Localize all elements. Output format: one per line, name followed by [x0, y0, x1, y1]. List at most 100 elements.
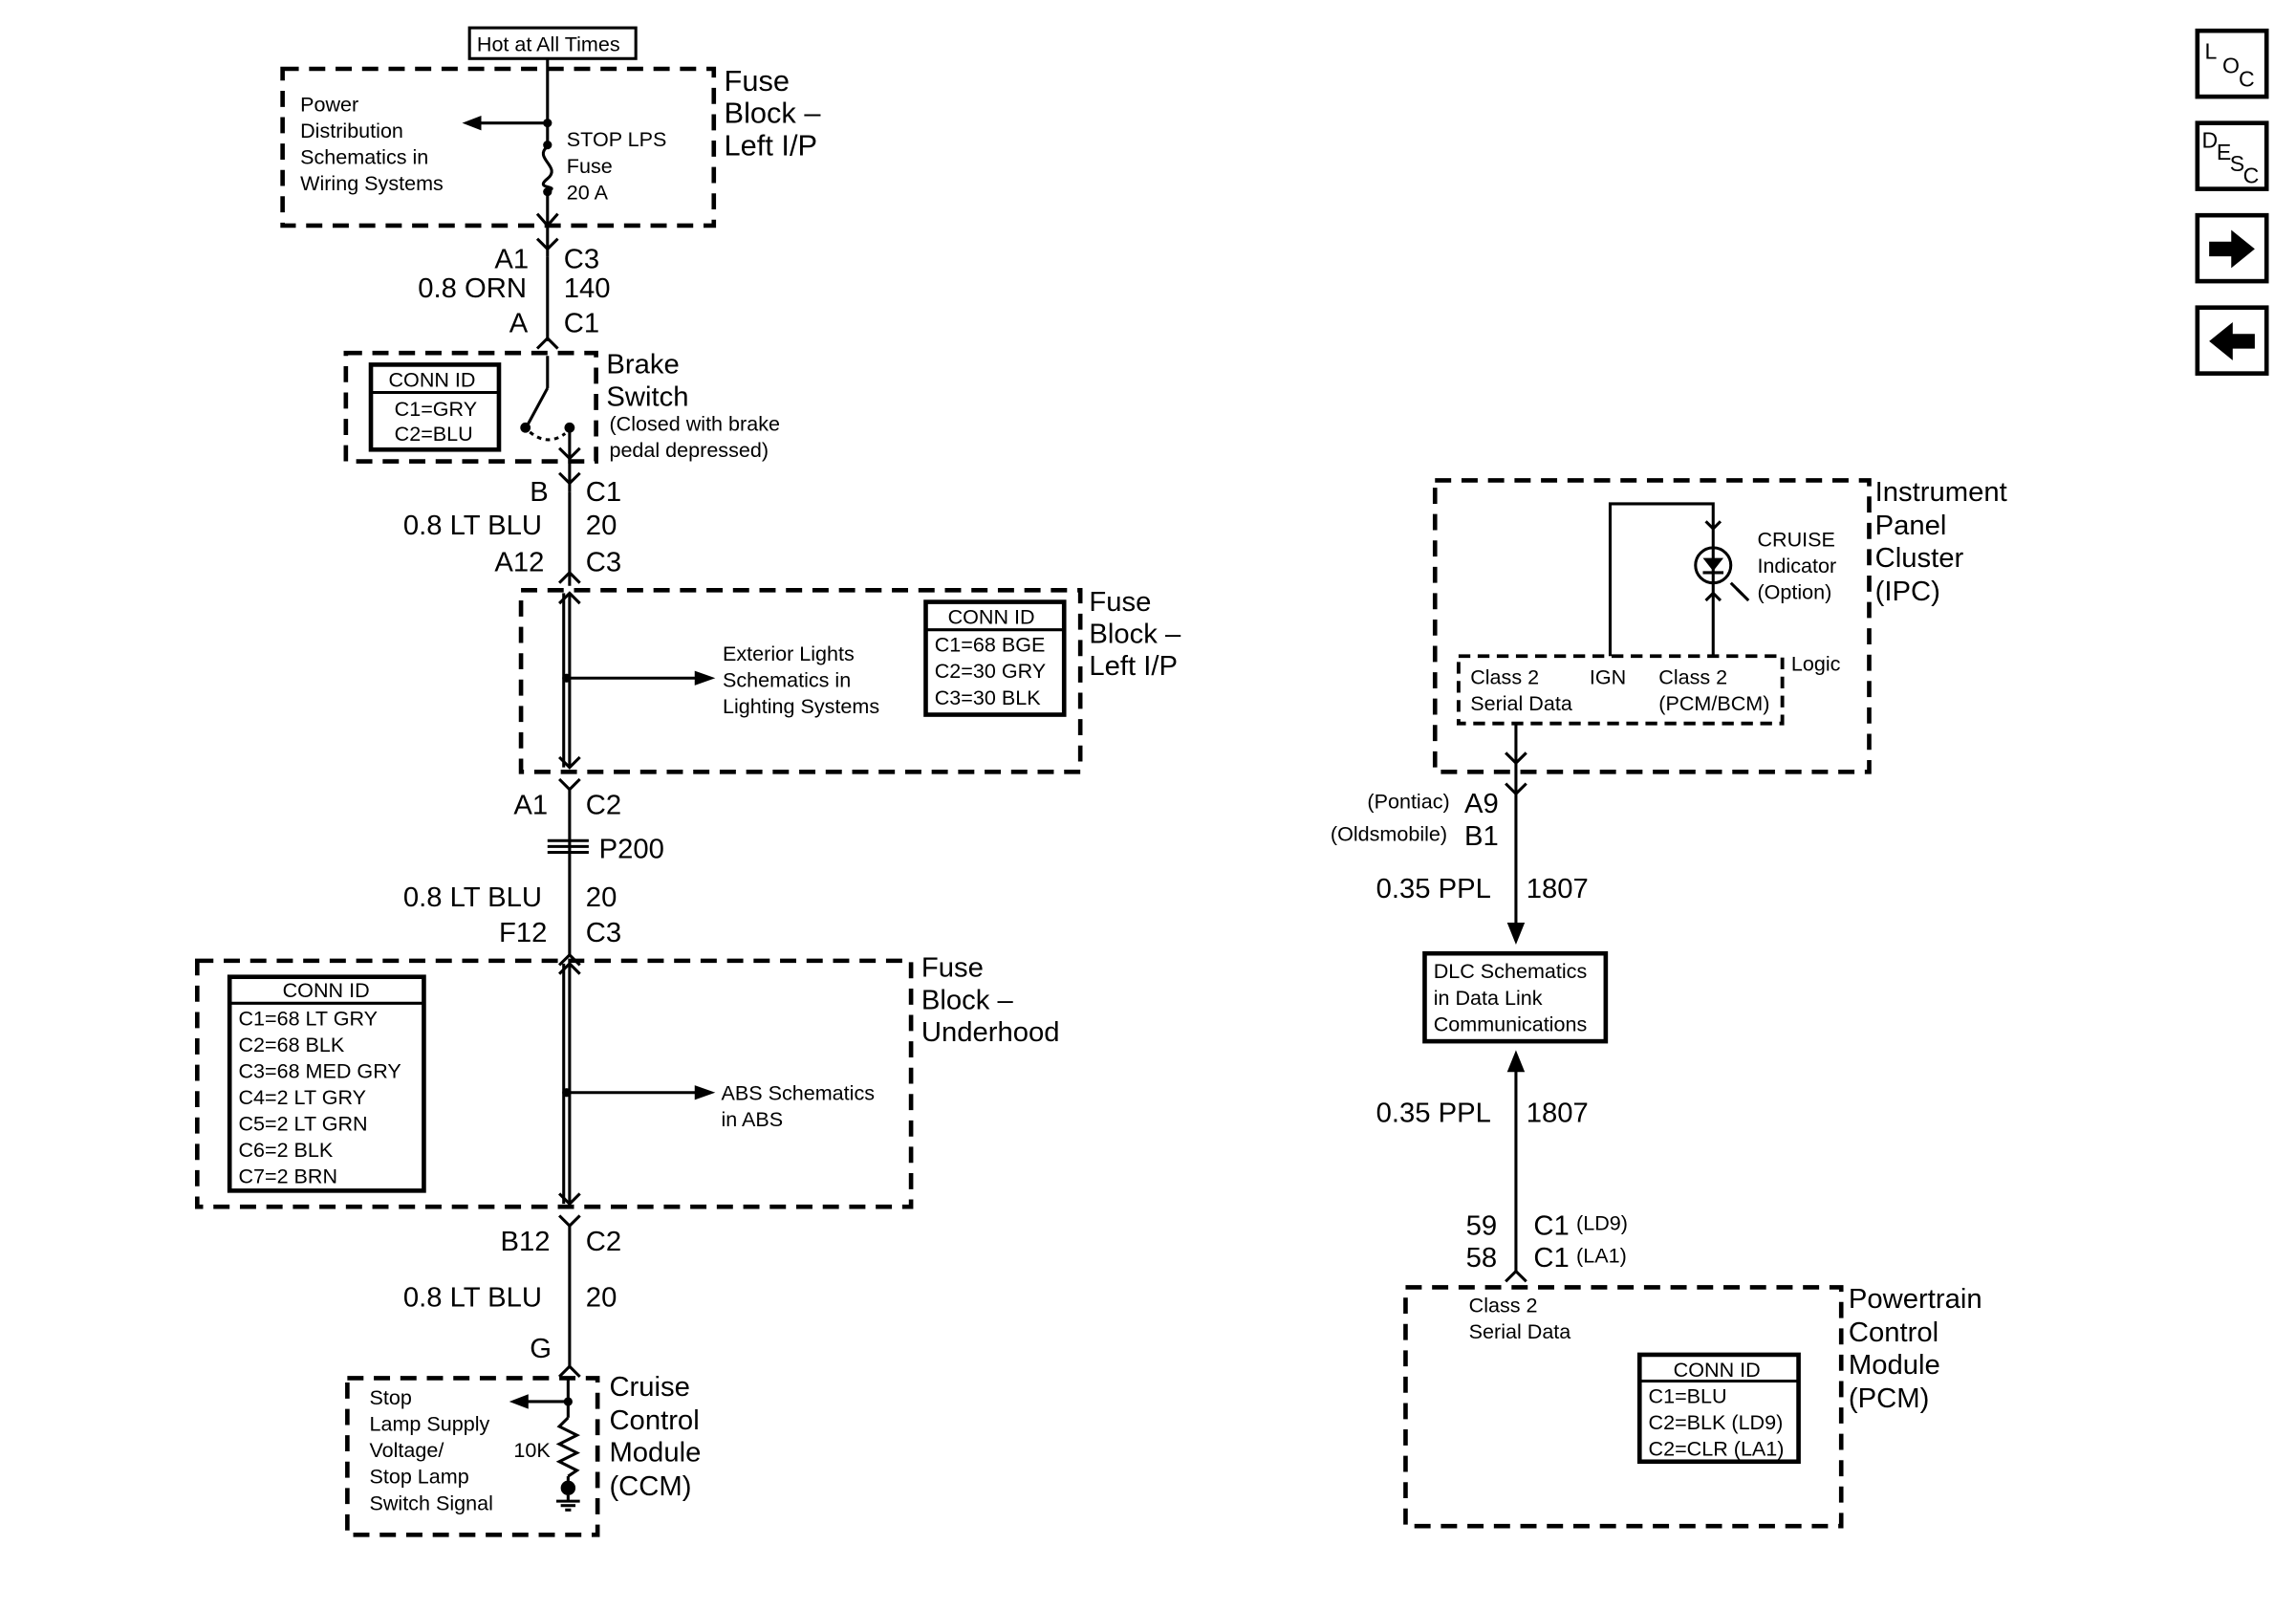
svg-text:Serial Data: Serial Data	[1470, 692, 1572, 715]
brake-switch-conn-id-table: CONN ID C1=GRY C2=BLU	[368, 362, 502, 452]
svg-text:C1=68 LT GRY: C1=68 LT GRY	[238, 1007, 378, 1030]
svg-text:(IPC): (IPC)	[1875, 577, 1940, 607]
svg-text:Panel: Panel	[1875, 511, 1947, 541]
brake-switch: Brake Switch (Closed with brake pedal de…	[343, 350, 780, 464]
svg-text:A12: A12	[494, 547, 544, 577]
svg-text:Underhood: Underhood	[921, 1017, 1060, 1048]
svg-text:C2=BLU: C2=BLU	[395, 423, 473, 446]
loc-button[interactable]: L O C	[2195, 28, 2269, 99]
svg-text:A9: A9	[1464, 789, 1499, 819]
svg-text:C1=BLU: C1=BLU	[1649, 1385, 1727, 1408]
svg-text:CONN ID: CONN ID	[948, 606, 1035, 629]
svg-text:140: 140	[564, 273, 611, 304]
next-button[interactable]	[2195, 212, 2269, 284]
svg-text:C1: C1	[586, 477, 621, 508]
fuse-block-left-ip-mid: Fuse Block – Left I/P Exterior Lights Sc…	[518, 587, 1181, 774]
svg-text:Hot at All Times: Hot at All Times	[477, 33, 620, 56]
svg-text:0.8 LT BLU: 0.8 LT BLU	[403, 1282, 542, 1313]
fuse-block-left-ip-top: Fuse Block – Left I/P Power Distribution…	[280, 64, 822, 229]
svg-text:Left I/P: Left I/P	[725, 128, 818, 162]
svg-text:Module: Module	[1849, 1350, 1940, 1381]
svg-text:(Pontiac): (Pontiac)	[1367, 791, 1449, 814]
svg-text:STOP LPS: STOP LPS	[567, 128, 667, 151]
svg-text:C3: C3	[564, 244, 599, 274]
svg-text:(PCM): (PCM)	[1849, 1383, 1929, 1414]
svg-text:Communications: Communications	[1434, 1012, 1588, 1035]
svg-text:in ABS: in ABS	[721, 1108, 783, 1131]
svg-text:S: S	[2230, 151, 2244, 176]
svg-text:in Data Link: in Data Link	[1434, 987, 1543, 1010]
svg-text:(Closed with brake: (Closed with brake	[609, 412, 780, 435]
svg-text:Fuse: Fuse	[921, 953, 984, 984]
svg-text:C3=68 MED GRY: C3=68 MED GRY	[238, 1059, 401, 1082]
svg-text:Fuse: Fuse	[1089, 587, 1151, 618]
svg-text:Cluster: Cluster	[1875, 543, 1964, 574]
svg-text:Lamp Supply: Lamp Supply	[369, 1413, 489, 1436]
svg-text:C2=CLR (LA1): C2=CLR (LA1)	[1649, 1438, 1785, 1461]
svg-text:CONN ID: CONN ID	[388, 368, 475, 391]
fuse-block-underhood: Fuse Block – Underhood ABS Schematics in…	[195, 953, 1060, 1209]
svg-text:D: D	[2201, 128, 2218, 153]
cruise-control-module: Cruise Control Module (CCM) Stop Lamp Su…	[345, 1372, 701, 1537]
svg-text:C1: C1	[564, 309, 599, 339]
splice-p200: P200	[547, 835, 664, 865]
svg-text:20: 20	[586, 1282, 617, 1313]
fuse-block-uh-conn-id-table: CONN ID C1=68 LT GRY C2=68 BLK C3=68 MED…	[227, 974, 426, 1193]
svg-text:C: C	[2243, 163, 2260, 188]
cruise-indicator-icon	[1694, 546, 1750, 602]
desc-button[interactable]: D E S C	[2195, 120, 2269, 191]
svg-text:C3: C3	[586, 547, 621, 577]
svg-text:0.35 PPL: 0.35 PPL	[1376, 1098, 1491, 1128]
svg-text:1807: 1807	[1527, 1098, 1589, 1128]
svg-text:Schematics in: Schematics in	[300, 146, 428, 169]
svg-text:Indicator: Indicator	[1757, 555, 1836, 577]
svg-text:Power: Power	[300, 93, 358, 116]
svg-text:1807: 1807	[1527, 874, 1589, 904]
svg-text:Class 2: Class 2	[1658, 665, 1727, 688]
svg-text:Cruise: Cruise	[609, 1372, 689, 1403]
svg-text:O: O	[2222, 54, 2240, 78]
svg-text:20: 20	[586, 882, 617, 913]
svg-text:DLC Schematics: DLC Schematics	[1434, 960, 1588, 983]
svg-text:Exterior Lights: Exterior Lights	[723, 642, 855, 665]
svg-text:CONN ID: CONN ID	[283, 979, 370, 1002]
svg-text:A1: A1	[494, 244, 529, 274]
svg-text:Instrument: Instrument	[1875, 477, 2007, 508]
svg-text:Powertrain: Powertrain	[1849, 1284, 1982, 1315]
svg-text:Fuse: Fuse	[567, 155, 613, 178]
svg-text:B1: B1	[1464, 821, 1499, 852]
svg-text:58: 58	[1466, 1243, 1498, 1274]
powertrain-control-module: Powertrain Control Module (PCM) Class 2 …	[1403, 1284, 1982, 1529]
back-button[interactable]	[2195, 305, 2269, 376]
svg-text:C2=BLK (LD9): C2=BLK (LD9)	[1649, 1411, 1784, 1434]
svg-text:C1: C1	[1533, 1243, 1569, 1274]
svg-text:E: E	[2217, 140, 2231, 164]
svg-text:G: G	[530, 1334, 552, 1364]
svg-text:L: L	[2205, 38, 2218, 63]
svg-text:IGN: IGN	[1590, 665, 1626, 688]
svg-text:Lighting Systems: Lighting Systems	[723, 695, 879, 718]
svg-text:Block –: Block –	[1089, 620, 1181, 650]
svg-text:C6=2 BLK: C6=2 BLK	[238, 1139, 334, 1162]
svg-text:20: 20	[586, 511, 617, 541]
svg-text:pedal depressed): pedal depressed)	[609, 439, 769, 462]
svg-text:Control: Control	[1849, 1317, 1939, 1348]
svg-text:B12: B12	[501, 1227, 551, 1257]
svg-text:0.8 LT BLU: 0.8 LT BLU	[403, 882, 542, 913]
svg-text:Block –: Block –	[725, 97, 822, 130]
ground-icon	[556, 1499, 580, 1512]
svg-text:Class 2: Class 2	[1470, 665, 1539, 688]
svg-text:Stop: Stop	[369, 1386, 411, 1409]
svg-text:F12: F12	[499, 918, 547, 948]
svg-text:C7=2 BRN: C7=2 BRN	[238, 1165, 337, 1188]
svg-text:C: C	[2239, 66, 2255, 91]
svg-text:(CCM): (CCM)	[609, 1471, 691, 1502]
svg-text:Switch: Switch	[606, 381, 688, 412]
svg-text:Stop Lamp: Stop Lamp	[369, 1466, 468, 1489]
svg-text:20 A: 20 A	[567, 181, 609, 204]
svg-text:C2=30 GRY: C2=30 GRY	[935, 660, 1046, 683]
svg-text:Class 2: Class 2	[1469, 1295, 1538, 1317]
svg-text:C1: C1	[1533, 1210, 1569, 1241]
svg-text:B: B	[530, 477, 549, 508]
